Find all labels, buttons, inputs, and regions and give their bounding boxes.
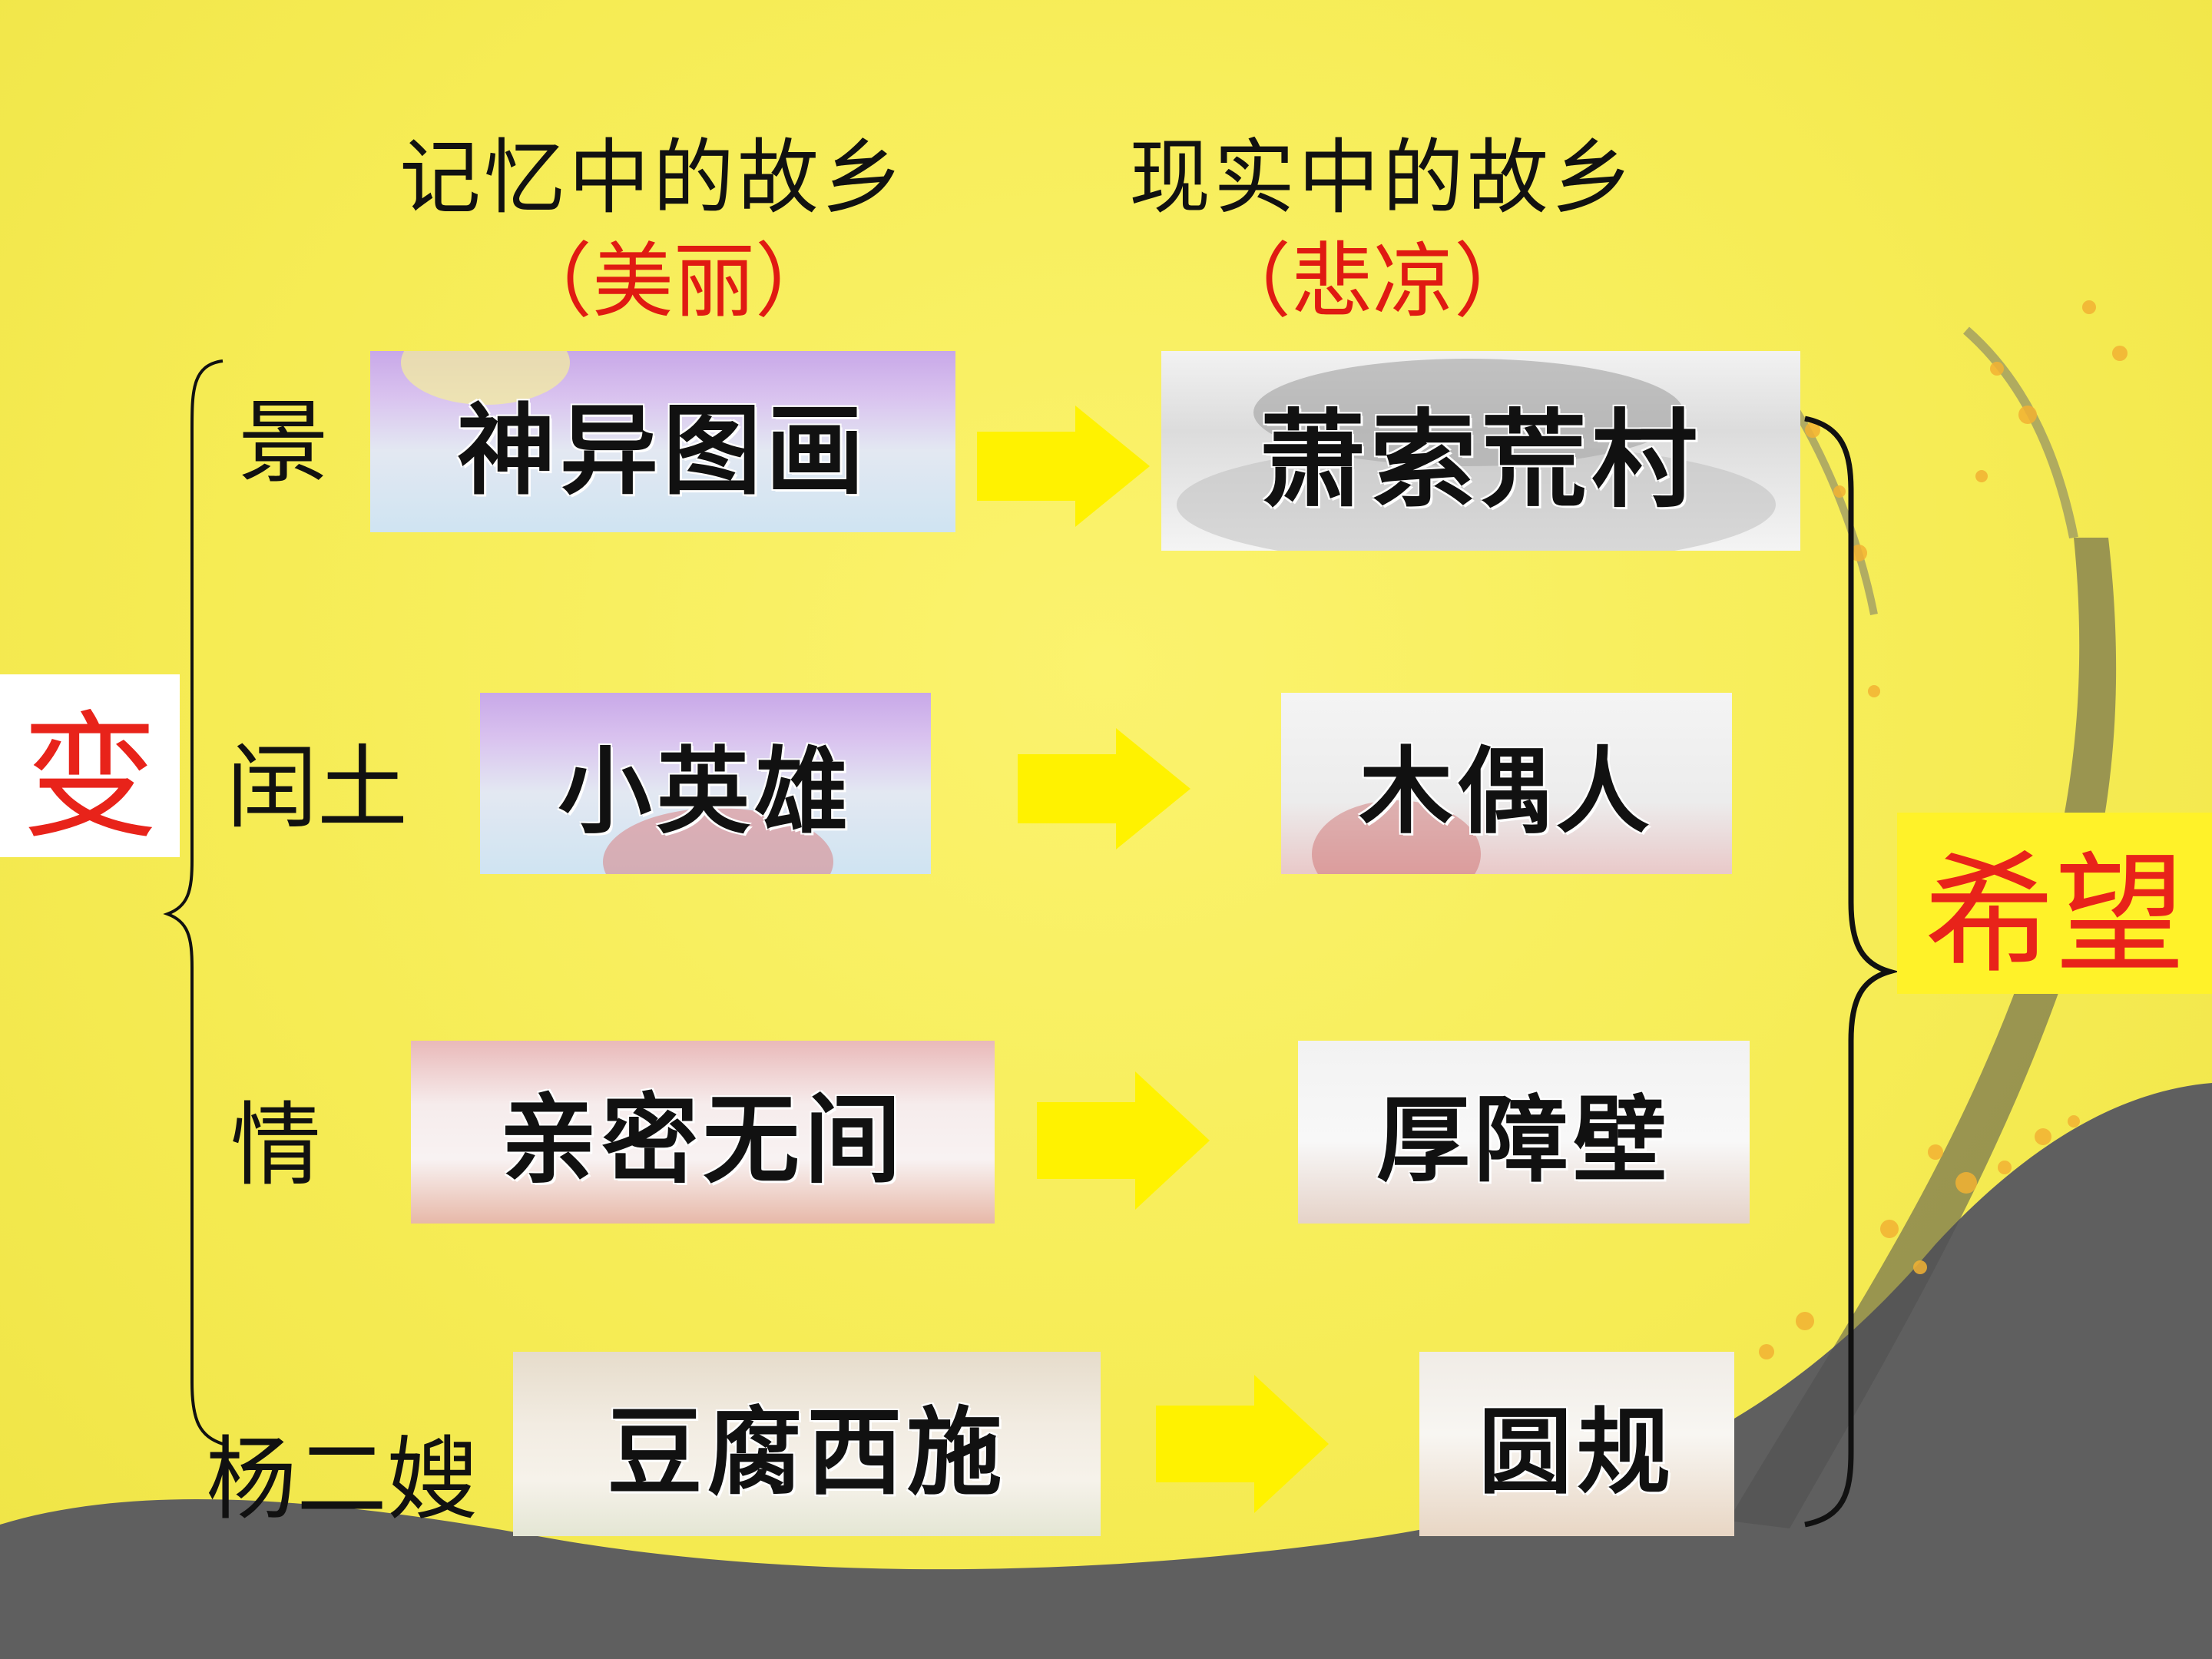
reality-text-scenery: 萧索荒村	[1259, 399, 1702, 522]
memory-hometown-title: 记忆中的故乡	[399, 131, 906, 225]
memory-card-yang-ersao: 豆腐西施	[513, 1352, 1101, 1536]
category-feeling: 情	[230, 1092, 322, 1198]
category-yang-ersao: 杨二嫂	[206, 1426, 478, 1532]
memory-text-scenery: 神异图画	[456, 393, 869, 508]
change-label: 变	[0, 674, 180, 857]
blossoms	[1759, 300, 2128, 1359]
reality-hometown-title: 现实中的故乡	[1129, 131, 1636, 225]
category-runtu: 闰土	[227, 735, 409, 841]
memory-card-feeling: 亲密无间	[411, 1041, 995, 1224]
arrow-right-icon	[1037, 1071, 1210, 1210]
tree-branch	[1963, 326, 2078, 539]
reality-text-feeling: 厚障壁	[1376, 1085, 1671, 1195]
reality-hometown-subtitle: （悲凉）	[1210, 234, 1535, 329]
tree-branch	[1786, 397, 1878, 615]
memory-card-runtu: 小英雄	[480, 693, 931, 874]
arrow-right-icon	[977, 406, 1150, 527]
memory-hometown-subtitle: （美丽）	[511, 234, 836, 329]
reality-text-yang-ersao: 圆规	[1479, 1397, 1675, 1507]
reality-card-scenery: 萧索荒村	[1161, 351, 1800, 551]
memory-text-feeling: 亲密无间	[500, 1084, 906, 1197]
category-scenery: 景	[238, 389, 329, 495]
right-brace	[1804, 416, 1899, 1528]
reality-card-feeling: 厚障壁	[1298, 1041, 1750, 1224]
reality-card-yang-ersao: 圆规	[1419, 1352, 1734, 1536]
left-brace	[163, 359, 224, 1445]
tree-trunk	[1728, 538, 2117, 1528]
arrow-right-icon	[1018, 728, 1190, 849]
hope-label: 希望	[1897, 813, 2212, 994]
memory-text-runtu: 小英雄	[558, 737, 853, 846]
reality-text-runtu: 木偶人	[1359, 737, 1654, 846]
reality-card-runtu: 木偶人	[1281, 693, 1732, 874]
arrow-right-icon	[1156, 1375, 1329, 1513]
memory-card-scenery: 神异图画	[370, 351, 955, 532]
memory-text-yang-ersao: 豆腐西施	[607, 1398, 1007, 1508]
